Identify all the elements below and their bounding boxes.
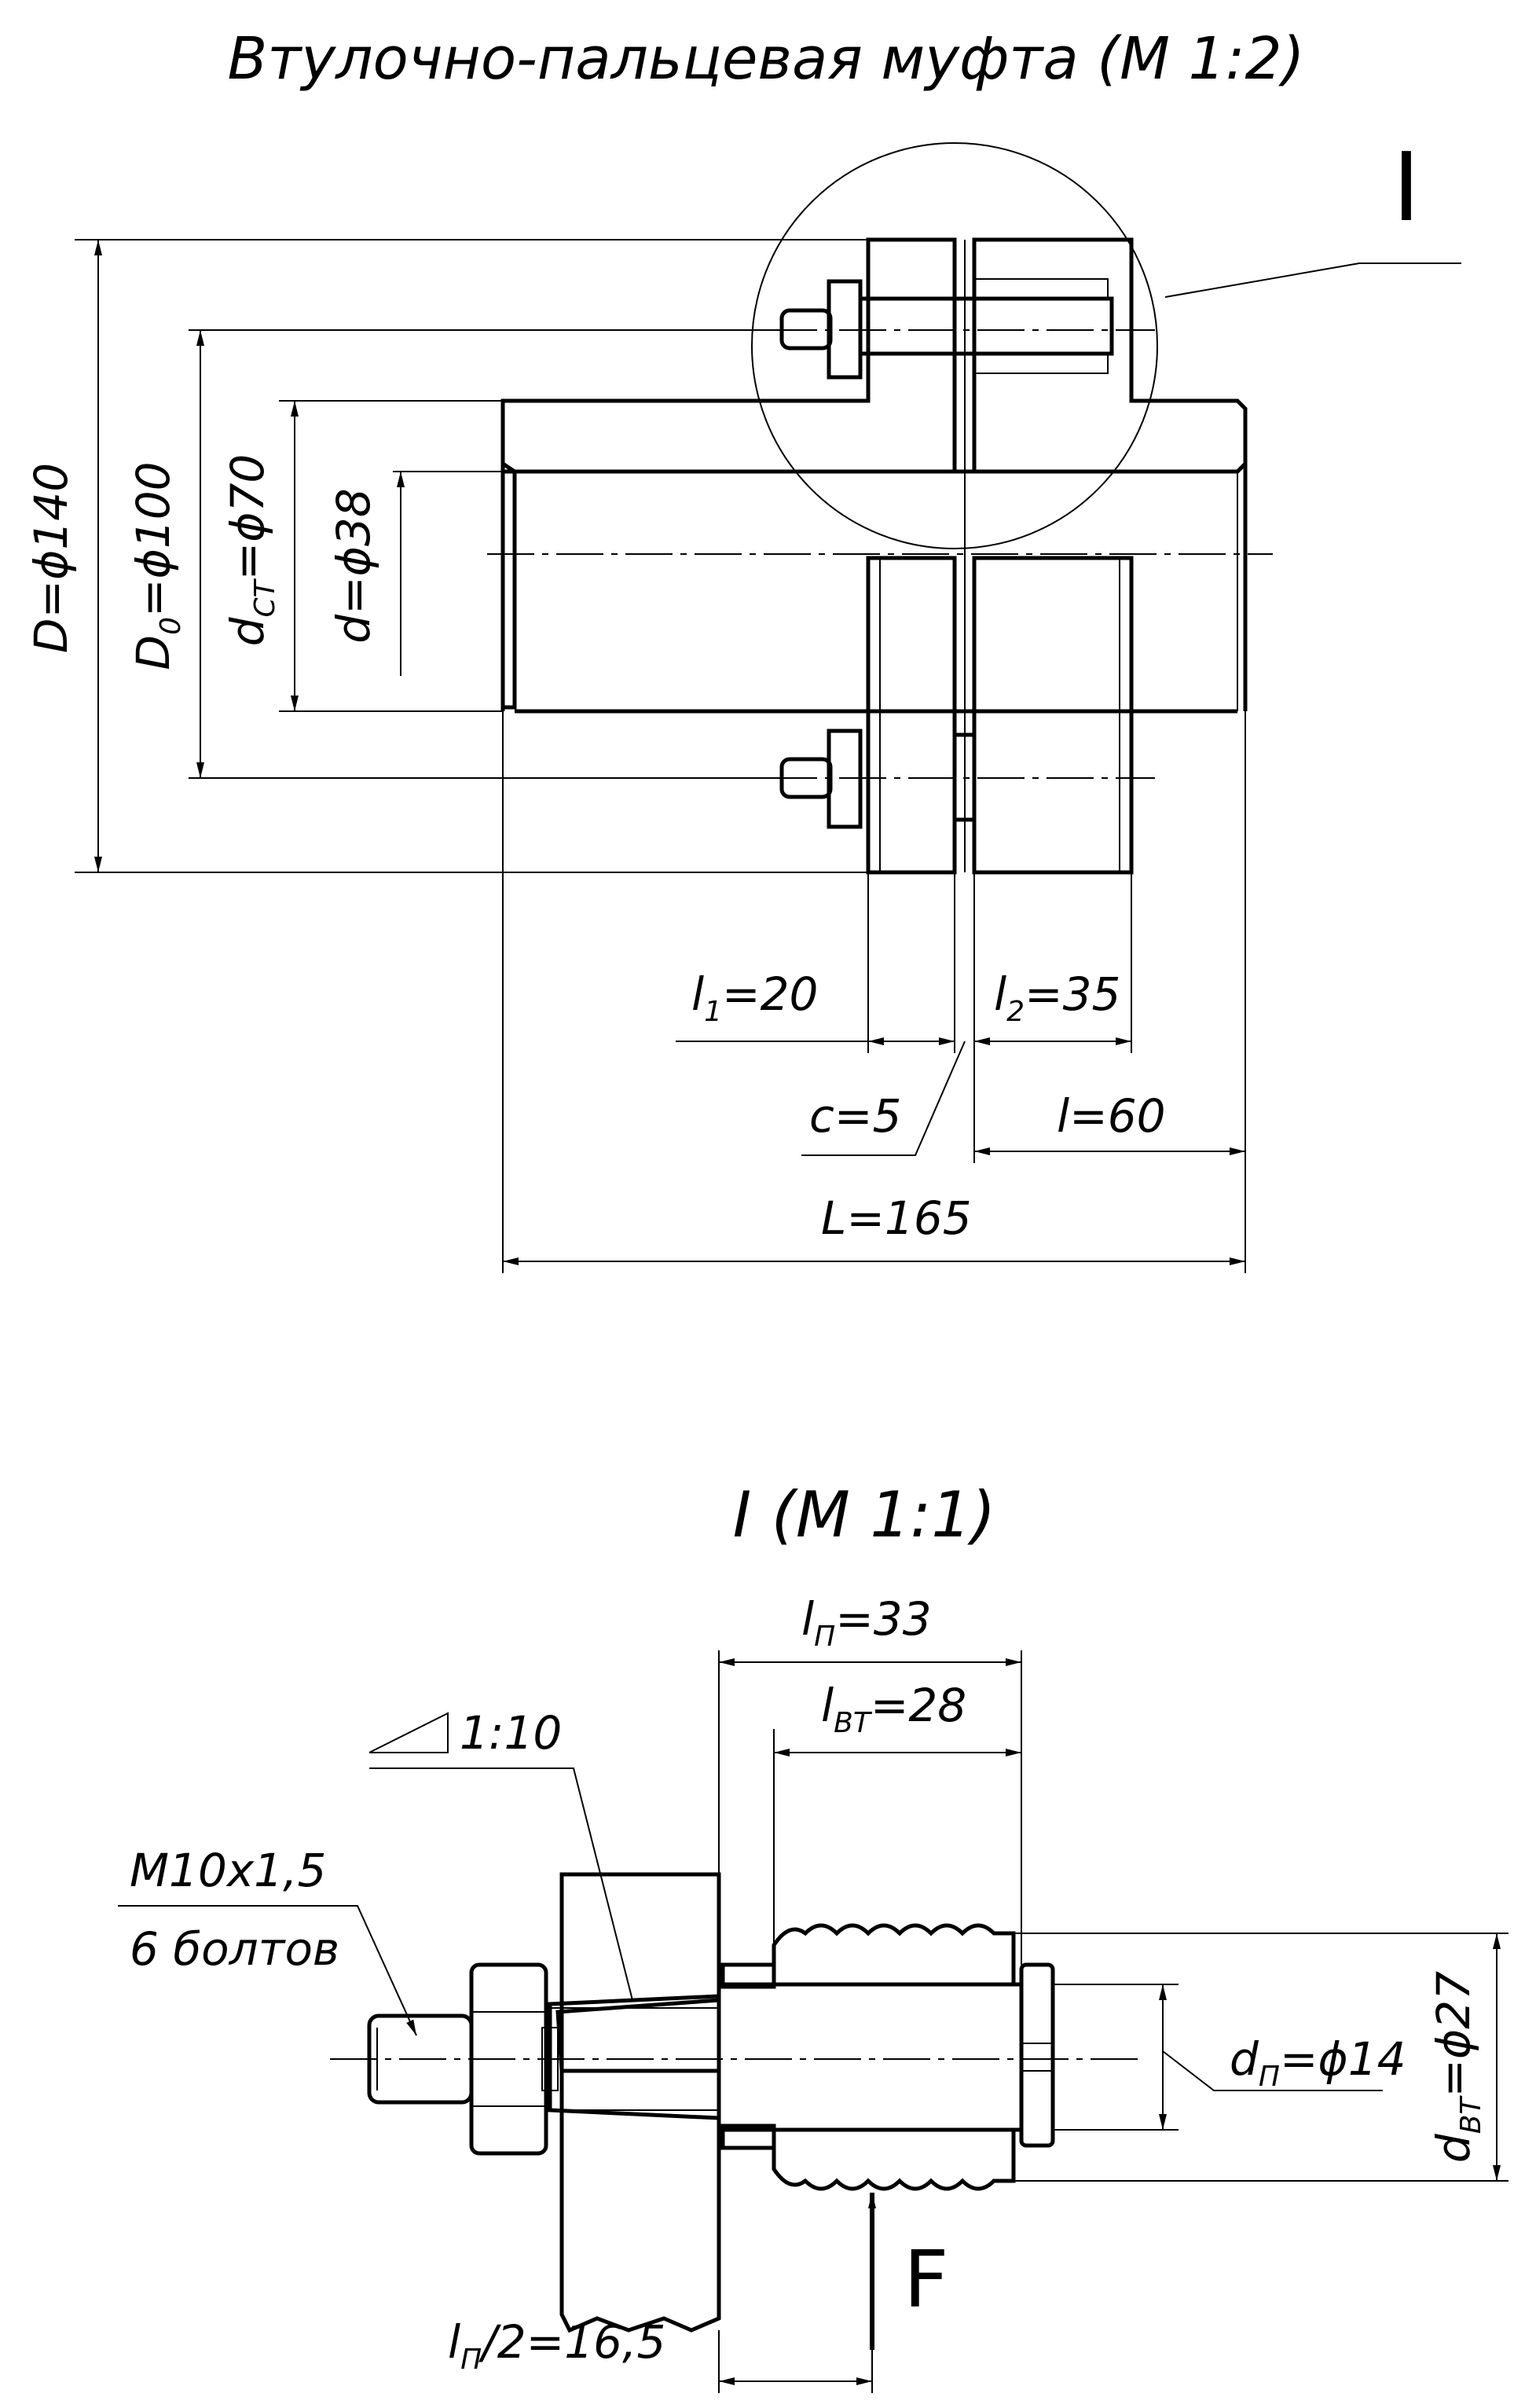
detail-view: I (М 1:1) lП=33 (118, 1478, 1509, 2393)
spacer-washer-bottom (720, 2124, 776, 2150)
label-force: F (904, 2234, 949, 2325)
main-view: I (24, 134, 1461, 1273)
label-dp: dП=ϕ14 (1230, 2032, 1406, 2093)
svg-text:lП=33: lП=33 (801, 1592, 932, 1653)
detail-marker: I (1392, 134, 1420, 243)
thread-leader (118, 1905, 417, 2036)
rubber-bushing-bottom (772, 2127, 1016, 2191)
detail-leader (1164, 262, 1461, 298)
elastic-bushing-upper (973, 278, 1109, 374)
rubber-bushing-top (772, 1923, 1016, 1987)
svg-text:D0=ϕ100: D0=ϕ100 (126, 461, 187, 670)
dp-leader (1162, 2050, 1383, 2091)
right-flange-lower (972, 556, 1134, 875)
taper-leader (369, 1767, 633, 2001)
label-l1: l1=20 (691, 967, 818, 1028)
svg-text:dCT=ϕ70: dCT=ϕ70 (221, 454, 281, 647)
label-d: d=ϕ38 (327, 488, 380, 643)
label-l2: l2=35 (994, 967, 1120, 1028)
taper-mark: 1:10 (368, 1706, 633, 2001)
label-D0: D0=ϕ100 (126, 461, 187, 670)
label-lp-half: lП/2=16,5 (448, 2315, 665, 2376)
label-L: L=165 (821, 1191, 972, 1245)
label-bolts: 6 болтов (130, 1922, 339, 1976)
svg-text:lП/2=16,5: lП/2=16,5 (448, 2315, 665, 2376)
label-taper: 1:10 (460, 1706, 562, 1760)
left-flange-lower (866, 556, 957, 875)
svg-text:l2=35: l2=35 (994, 967, 1120, 1028)
label-dct: dCT=ϕ70 (221, 454, 281, 647)
detail-flange (555, 1872, 721, 2333)
label-lvt: lВТ=28 (821, 1679, 966, 1739)
detail-pin (717, 1982, 1024, 2132)
pin-upper (858, 296, 1114, 356)
dim-c-leader (801, 1041, 966, 1156)
drawing-title: Втулочно-пальцевая муфта (М 1:2) (228, 25, 1305, 93)
label-c: c=5 (809, 1089, 901, 1143)
detail-circle (751, 142, 1158, 549)
label-D: D=ϕ140 (24, 463, 78, 653)
label-dvt: dВТ=ϕ27 (1427, 1971, 1487, 2163)
svg-text:lВТ=28: lВТ=28 (821, 1679, 966, 1739)
label-l: l=60 (1057, 1089, 1166, 1143)
label-lp: lП=33 (801, 1592, 932, 1653)
detail-title: I (М 1:1) (733, 1478, 996, 1551)
svg-text:dВТ=ϕ27: dВТ=ϕ27 (1427, 1971, 1487, 2163)
pin-end-cap (1019, 1962, 1055, 2148)
taper-hole (548, 1994, 721, 2120)
svg-text:l1=20: l1=20 (691, 967, 818, 1028)
svg-text:dП=ϕ14: dП=ϕ14 (1230, 2032, 1406, 2093)
spacer-washer-top (720, 1962, 776, 1989)
label-thread: M10x1,5 (130, 1844, 326, 1897)
